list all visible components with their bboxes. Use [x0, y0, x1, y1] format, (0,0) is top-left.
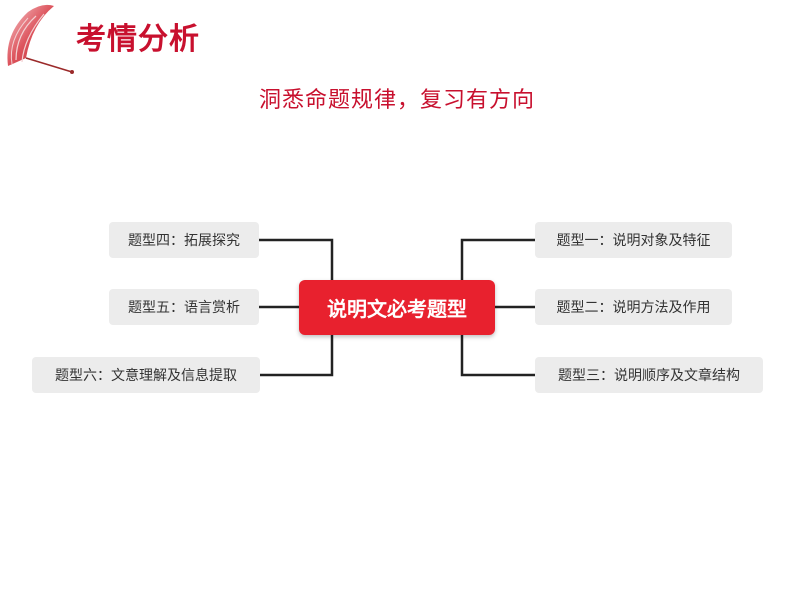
- central-topic: 说明文必考题型: [299, 280, 495, 335]
- topic-node-1: 题型一：说明对象及特征: [535, 222, 732, 258]
- topic-node-6: 题型六：文意理解及信息提取: [32, 357, 260, 393]
- connector-right-1: [460, 238, 535, 280]
- topic-node-2: 题型二：说明方法及作用: [535, 289, 732, 325]
- connector-left-6: [260, 335, 334, 377]
- connector-left-4: [259, 238, 334, 280]
- topic-node-3: 题型三：说明顺序及文章结构: [535, 357, 763, 393]
- connector-right-3: [460, 335, 535, 377]
- section-title: 考情分析: [76, 22, 200, 57]
- topic-node-5: 题型五：语言赏析: [109, 289, 259, 325]
- red-paper-umbrella-icon: [7, 4, 74, 74]
- topic-node-4: 题型四：拓展探究: [109, 222, 259, 258]
- subtitle: 洞悉命题规律，复习有方向: [258, 88, 535, 113]
